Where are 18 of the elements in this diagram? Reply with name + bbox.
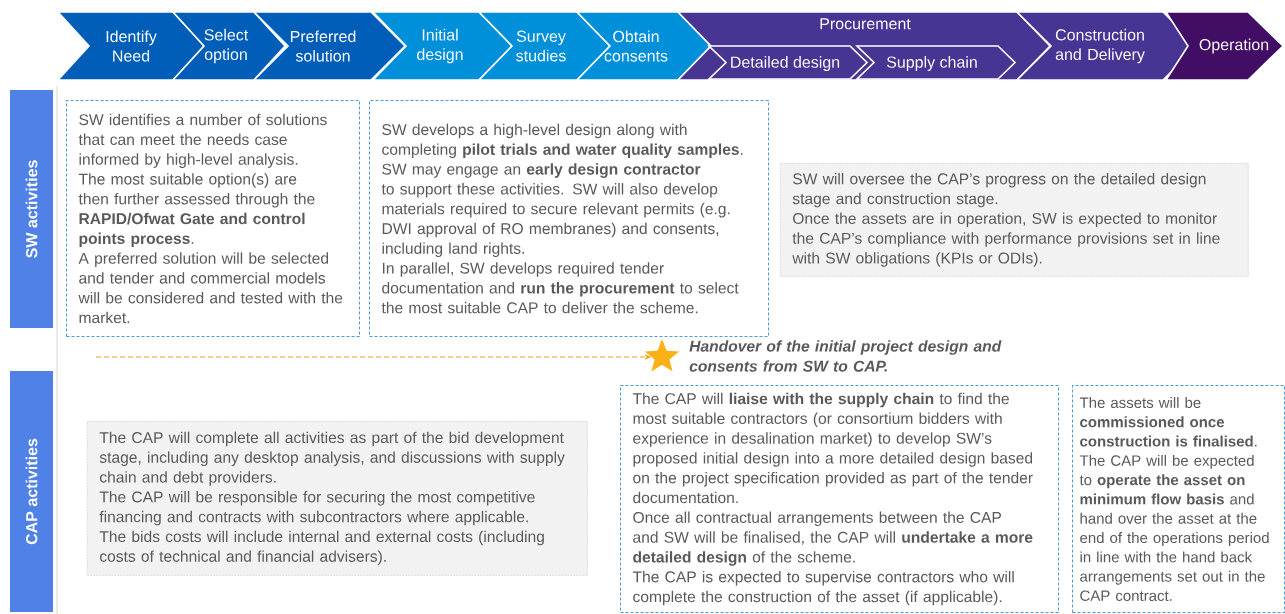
- chevron-step: Preferred solution: [252, 11, 407, 81]
- chevron-step: Select option: [171, 11, 287, 81]
- lane-label: CAP activities: [10, 371, 53, 612]
- activity-box: The CAP will complete all activities as part of the bid development stage, including any desktop analysis, and discussions with supply chain and debt providers. The CAP will be responsible for securing the most competitive financing and contracts with subcontractors where applicable. The bids costs will include internal and external costs (including costs of technical and financial advisers).: [87, 421, 588, 576]
- chevron-step: Construction and Delivery: [1015, 11, 1199, 81]
- activity-box: SW identifies a number of solutions that can meet the needs case informed by high-level analysis. The most suitable option(s) are then further assessed through the RAPID/Ofwat Gate and control points process. A preferred solution will be selected and tender and commercial models will be considered and tested with the market.: [66, 100, 360, 337]
- chevron-step: Identify Need: [56, 11, 206, 81]
- activity-box: The assets will be commissioned once construction is finalised. The CAP will be expected to operate the asset on minimum flow basis and hand over the asset at the end of the operations period in line with the hand back arrangements set out in the CAP contract.: [1072, 385, 1285, 613]
- chevron-step: Detailed design: [707, 45, 869, 80]
- activity-box: SW develops a high-level design along with completing pilot trials and water quality samples. SW may engage an early design contractor to support these activities. SW will also develop materials required to secure relevant permits (e.g. DWI approval of RO membranes) and consents, including land rights. In parallel, SW develops required tender documentation and run the procurement to select the most suitable CAP to deliver the scheme.: [369, 100, 769, 337]
- chevron-step: Obtain consents: [575, 11, 713, 81]
- chevron-step: Supply chain: [855, 45, 1017, 80]
- node-caption: Handover of the initial project design and consents from SW to CAP.: [689, 340, 1002, 372]
- activity-box: The CAP will liaise with the supply chain to find the most suitable contractors (or consortium bidders with experience in desalination market) to develop SW’s proposed initial design into a more detailed design based on the project specification provided as part of the tender documentation. Once all contractual arrangements between the CAP and SW will be finalised, the CAP will undertake a more detailed design of the scheme. The CAP is expected to supervise contractors who will complete the construction of the asset (if applicable).: [620, 385, 1059, 613]
- lane-label: SW activities: [10, 90, 53, 328]
- chevron-step: Operation: [1164, 11, 1285, 81]
- chevron-step: Initial design: [371, 11, 514, 81]
- activity-box: SW will oversee the CAP’s progress on the detailed design stage and construction stage. Once the assets are in operation, SW is expected to monitor the CAP’s compliance with performance provisions set in line with SW obligations (KPIs or ODIs).: [780, 163, 1249, 277]
